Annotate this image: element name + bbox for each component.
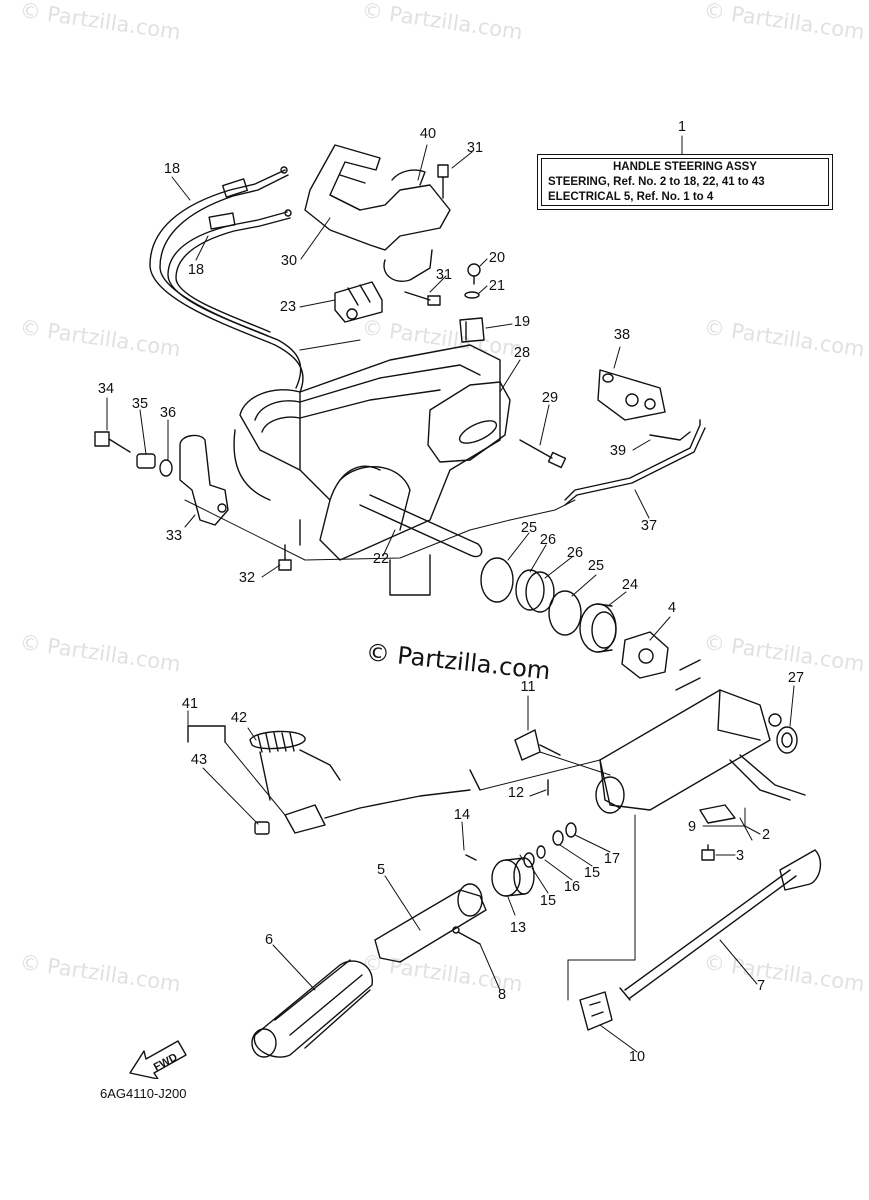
assembly-note-title: HANDLE STEERING ASSY	[613, 161, 757, 173]
fwd-arrow-icon: FWD	[129, 1040, 187, 1079]
callout-1: 1	[677, 119, 687, 135]
knob-11-drawing	[514, 729, 561, 761]
callout-26a: 26	[539, 532, 557, 548]
callout-32: 32	[238, 570, 256, 586]
callout-12: 12	[507, 785, 525, 801]
bush-24-drawing	[579, 603, 617, 653]
callout-4: 4	[667, 600, 677, 616]
callout-41: 41	[181, 696, 199, 712]
callout-37: 37	[640, 518, 658, 534]
callout-8: 8	[497, 987, 507, 1003]
bolt-31-drawing	[404, 164, 449, 306]
callout-7: 7	[756, 978, 766, 994]
callout-20: 20	[488, 250, 506, 266]
plate-9-drawing	[699, 804, 736, 824]
switch-4-drawing	[621, 631, 669, 679]
callout-17: 17	[603, 851, 621, 867]
callout-18b: 18	[187, 262, 205, 278]
callout-15b: 15	[583, 865, 601, 881]
callout-22: 22	[372, 551, 390, 567]
handle-5-drawing	[374, 883, 487, 963]
rod-37-drawing	[564, 419, 706, 506]
callout-14: 14	[453, 807, 471, 823]
shaft-22-drawing	[359, 494, 483, 558]
callout-30: 30	[280, 253, 298, 269]
cable-18-drawing	[149, 166, 304, 393]
callout-23: 23	[279, 299, 297, 315]
callout-43: 43	[190, 752, 208, 768]
callout-13: 13	[509, 920, 527, 936]
callout-11: 11	[520, 679, 536, 695]
callout-36: 36	[159, 405, 177, 421]
callout-33: 33	[165, 528, 183, 544]
callout-3: 3	[735, 848, 745, 864]
assembly-note-box: HANDLE STEERING ASSY STEERING, Ref. No. …	[537, 154, 833, 210]
lanyard-42-drawing	[249, 730, 341, 801]
assembly-note-line1: STEERING, Ref. No. 2 to 18, 22, 41 to 43	[548, 176, 765, 188]
handle-bracket-2-drawing	[595, 659, 806, 814]
grommet-27-drawing	[776, 726, 798, 754]
clip-39-drawing	[649, 431, 691, 441]
callout-10: 10	[628, 1049, 646, 1065]
callout-21: 21	[488, 278, 506, 294]
callout-29: 29	[541, 390, 559, 406]
callout-27: 27	[787, 670, 805, 686]
callout-42: 42	[230, 710, 248, 726]
assembly-note-line2: ELECTRICAL 5, Ref. No. 1 to 4	[548, 191, 714, 203]
callout-25b: 25	[587, 558, 605, 574]
plate-33-drawing	[179, 434, 229, 526]
callout-16: 16	[563, 879, 581, 895]
callout-19: 19	[513, 314, 531, 330]
bracket-41-43-drawing	[187, 725, 226, 743]
assembly-note-inner: HANDLE STEERING ASSY STEERING, Ref. No. …	[541, 158, 829, 206]
rings-25-26-drawing	[480, 557, 582, 636]
screw-8-drawing	[452, 926, 481, 945]
clamp-23-drawing	[334, 281, 383, 323]
parts-19-21-drawing	[459, 263, 485, 343]
clamp-10-drawing	[579, 991, 613, 1031]
bolt-29-drawing	[519, 439, 567, 469]
callout-31b: 31	[435, 267, 453, 283]
callout-40: 40	[419, 126, 437, 142]
screw-32-drawing	[278, 519, 301, 571]
callout-25a: 25	[520, 520, 538, 536]
callout-24: 24	[621, 577, 639, 593]
parts-34-36-drawing	[94, 431, 173, 477]
leader-lines	[106, 135, 795, 1053]
callout-31a: 31	[466, 140, 484, 156]
callout-15a: 15	[539, 893, 557, 909]
callout-9: 9	[687, 819, 697, 835]
rod-7-drawing	[619, 849, 822, 1001]
screw-14-drawing	[465, 854, 477, 861]
callout-5: 5	[376, 862, 386, 878]
callout-2: 2	[761, 827, 771, 843]
switch-38-drawing	[597, 369, 666, 421]
callout-18a: 18	[163, 161, 181, 177]
cap-43-drawing	[254, 821, 270, 835]
stop-switch-41-drawing	[284, 769, 481, 834]
callout-26b: 26	[566, 545, 584, 561]
washers-15-17-drawing	[523, 822, 577, 868]
grip-6-drawing	[251, 959, 373, 1058]
callout-6: 6	[264, 932, 274, 948]
bush-13-drawing	[491, 857, 535, 897]
callout-39: 39	[609, 443, 627, 459]
diagram-code: 6AG4110-J200	[100, 1086, 187, 1101]
cover-28-drawing	[427, 381, 511, 463]
callout-34: 34	[97, 381, 115, 397]
screw-3-drawing	[701, 844, 715, 861]
swivel-bracket-drawing	[233, 344, 501, 596]
bracket-30-drawing	[304, 144, 451, 282]
callout-35: 35	[131, 396, 149, 412]
callout-28: 28	[513, 345, 531, 361]
callout-38: 38	[613, 327, 631, 343]
